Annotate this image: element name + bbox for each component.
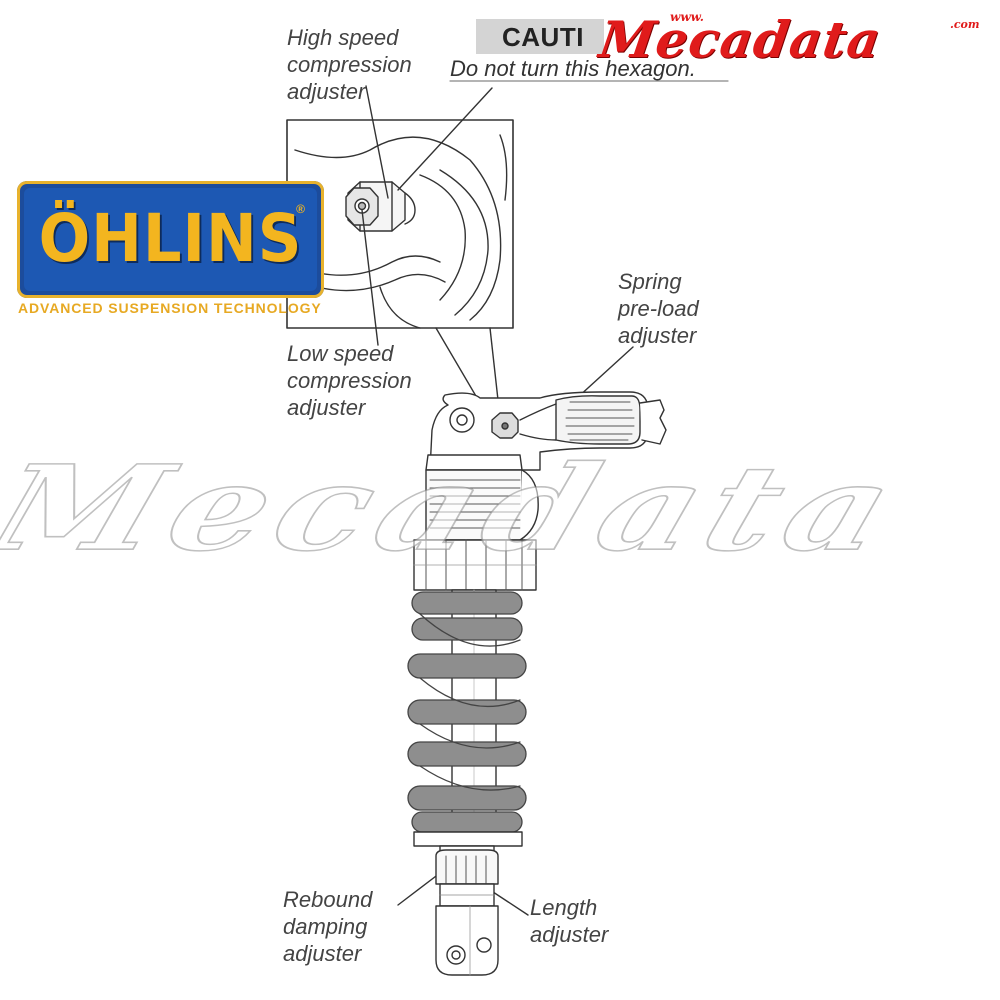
callout-rebound-damping: Rebound damping adjuster bbox=[283, 886, 372, 967]
callout-line: compression bbox=[287, 368, 412, 393]
high-speed-leader-2 bbox=[397, 87, 493, 191]
callout-line: High speed bbox=[287, 25, 399, 50]
ohlins-logo-panel: ÖHLINS ® bbox=[24, 188, 317, 291]
spring-coils bbox=[407, 591, 527, 833]
brand-suffix: .com bbox=[950, 18, 980, 31]
callout-low-speed-compression: Low speed compression adjuster bbox=[287, 340, 412, 421]
top-mount bbox=[429, 391, 667, 471]
callout-line: adjuster bbox=[618, 323, 697, 348]
callout-line: compression bbox=[287, 52, 412, 77]
brand-name: Mecadata bbox=[595, 10, 886, 69]
callout-line: adjuster bbox=[283, 941, 362, 966]
high-speed-leader bbox=[365, 85, 389, 199]
watermark-text: Mecadata bbox=[0, 439, 919, 578]
callout-line: Length bbox=[530, 895, 598, 920]
inset-detail-box bbox=[286, 119, 514, 329]
mecadata-logo: Mecadata www. .com bbox=[594, 8, 994, 69]
callout-line: adjuster bbox=[530, 922, 609, 947]
callout-length-adjuster: Length adjuster bbox=[530, 894, 608, 948]
ohlins-wordmark: ÖHLINS bbox=[38, 200, 303, 277]
ohlins-tagline: ADVANCED SUSPENSION TECHNOLOGY bbox=[18, 300, 322, 316]
caution-title: CAUTI bbox=[502, 22, 584, 52]
lower-collar bbox=[413, 831, 523, 976]
caution-text: Do not turn this hexagon. bbox=[450, 56, 696, 81]
length-leader bbox=[489, 889, 529, 916]
callout-line: adjuster bbox=[287, 79, 366, 104]
callout-line: pre-load bbox=[618, 296, 699, 321]
callout-line: adjuster bbox=[287, 395, 366, 420]
callout-spring-preload: Spring pre-load adjuster bbox=[618, 268, 699, 349]
brand-prefix: www. bbox=[670, 10, 704, 24]
low-speed-leader bbox=[361, 209, 379, 346]
caution-box bbox=[476, 19, 604, 54]
callout-line: Rebound bbox=[283, 887, 373, 912]
ohlins-logo: ÖHLINS ® bbox=[17, 181, 324, 298]
callout-line: Spring bbox=[618, 269, 682, 294]
callout-line: damping bbox=[283, 914, 368, 939]
registered-mark: ® bbox=[296, 202, 305, 216]
shock-upper-body bbox=[413, 454, 539, 591]
callout-high-speed-compression: High speed compression adjuster bbox=[287, 24, 412, 105]
callout-line: Low speed bbox=[287, 341, 394, 366]
